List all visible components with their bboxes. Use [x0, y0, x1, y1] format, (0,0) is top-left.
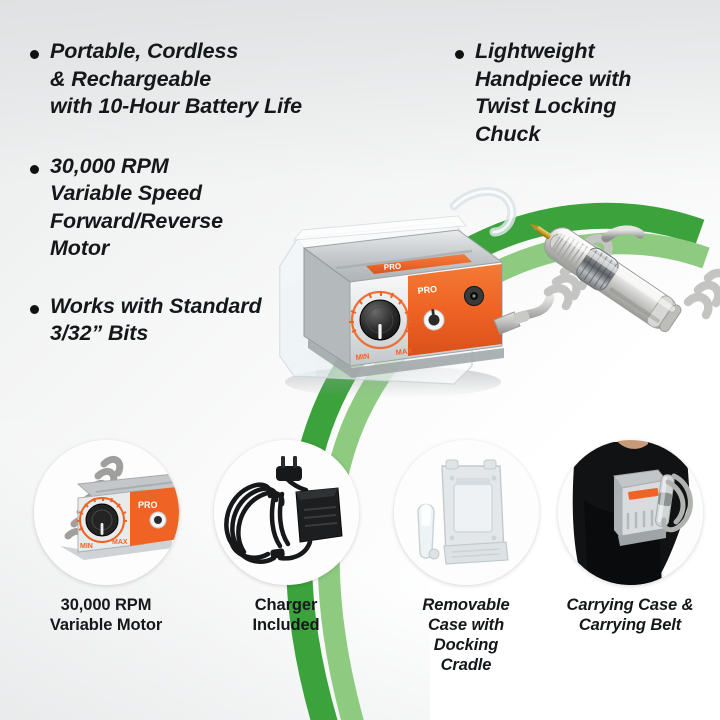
ac-adapter-icon — [213, 440, 359, 585]
feature-portable-cordless: Portable, Cordless & Rechargeable with 1… — [30, 38, 360, 121]
thumbnail-row: PRO — [0, 440, 720, 720]
control-unit: PRO PRO MIN MAX — [302, 229, 504, 378]
thumbnail-caption: Carrying Case & Carrying Belt — [566, 596, 694, 635]
thumbnail-carrying-belt: Carrying Case & Carrying Belt — [540, 440, 720, 635]
bullet-dot-icon — [30, 304, 39, 314]
control-box-icon: PRO — [33, 440, 179, 585]
bullet-dot-icon — [455, 50, 464, 59]
cord-plug — [493, 310, 530, 335]
feature-text: 30,000 RPM Variable Speed Forward/Revers… — [50, 153, 223, 261]
feature-list-right: Lightweight Handpiece with Twist Locking… — [455, 38, 705, 174]
feature-rpm-motor: 30,000 RPM Variable Speed Forward/Revers… — [30, 153, 360, 263]
thumbnail-charger: Charger Included — [196, 440, 376, 635]
feature-lightweight-handpiece: Lightweight Handpiece with Twist Locking… — [455, 38, 705, 148]
thumbnail-docking-cradle: Removable Case with Docking Cradle — [376, 440, 556, 676]
thumbnail-circle — [393, 440, 539, 585]
svg-text:MAX: MAX — [395, 346, 413, 357]
thumbnail-circle — [557, 440, 703, 585]
svg-text:MAX: MAX — [112, 539, 128, 546]
thumbnail-circle — [213, 440, 359, 585]
feature-standard-bits: Works with Standard 3/32” Bits — [30, 293, 360, 348]
feature-text: Lightweight Handpiece with Twist Locking… — [475, 39, 632, 146]
svg-text:MIN: MIN — [355, 351, 370, 362]
svg-text:MIN: MIN — [80, 543, 93, 550]
thumbnail-variable-motor: PRO — [16, 440, 196, 635]
docking-cradle-icon — [393, 440, 539, 585]
svg-text:PRO: PRO — [138, 500, 158, 510]
thumbnail-caption: 30,000 RPM Variable Motor — [49, 596, 163, 635]
feature-list-left: Portable, Cordless & Rechargeable with 1… — [30, 38, 360, 374]
thumbnail-circle: PRO — [33, 440, 179, 585]
handpiece-cord — [683, 268, 720, 320]
carrying-belt-icon — [557, 440, 703, 585]
svg-text:PRO: PRO — [383, 262, 401, 272]
handpiece — [530, 223, 682, 333]
feature-text: Works with Standard 3/32” Bits — [50, 293, 262, 346]
thumbnail-caption: Charger Included — [252, 596, 320, 635]
hero-product-image: PRO PRO MIN MAX — [279, 187, 720, 398]
thumbnail-caption: Removable Case with Docking Cradle — [422, 596, 510, 675]
bullet-dot-icon — [30, 164, 39, 174]
svg-text:PRO: PRO — [417, 284, 438, 296]
feature-text: Portable, Cordless & Rechargeable with 1… — [50, 39, 302, 119]
bullet-dot-icon — [30, 50, 39, 59]
